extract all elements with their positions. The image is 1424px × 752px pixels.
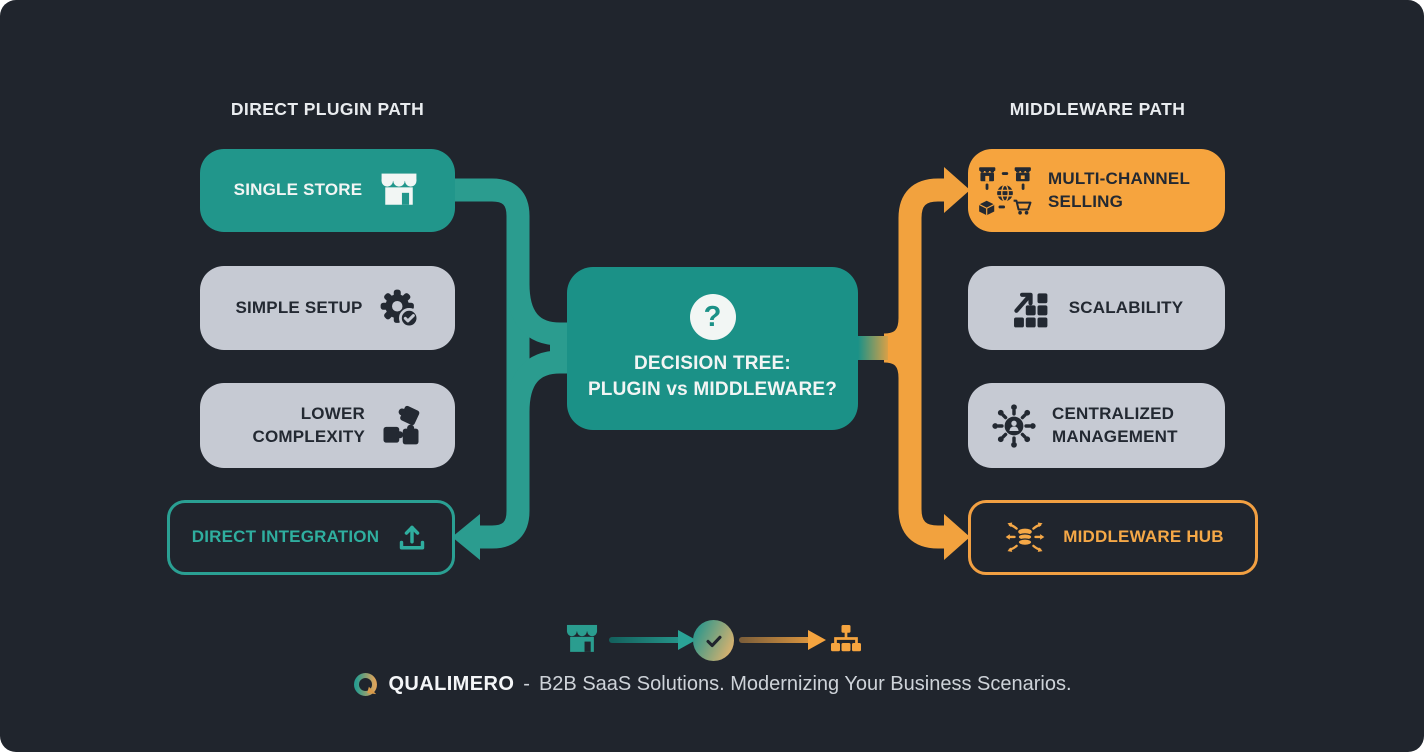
node-simple-setup: SIMPLE SETUP bbox=[200, 266, 455, 350]
node-label: CENTRALIZED MANAGEMENT bbox=[1052, 404, 1178, 446]
gear-check-icon bbox=[378, 287, 420, 329]
node-label: MULTI-CHANNEL SELLING bbox=[1048, 169, 1190, 211]
question-glyph: ? bbox=[703, 300, 722, 333]
right-top-arrowhead bbox=[944, 167, 970, 213]
left-arrowhead bbox=[452, 514, 480, 560]
middleware-hub-icon bbox=[1002, 519, 1048, 557]
footer: QUALIMERO - B2B SaaS Solutions. Moderniz… bbox=[0, 671, 1424, 698]
node-direct-integration: DIRECT INTEGRATION bbox=[167, 500, 455, 575]
separator: - bbox=[523, 673, 530, 695]
node-label: SIMPLE SETUP bbox=[235, 297, 363, 317]
storefront-icon bbox=[377, 169, 421, 213]
multi-channel-icon bbox=[977, 166, 1033, 216]
qualimero-logo-icon bbox=[352, 671, 379, 698]
check-circle-icon bbox=[693, 620, 734, 661]
left-column-header: DIRECT PLUGIN PATH bbox=[230, 99, 425, 119]
tagline: B2B SaaS Solutions. Modernizing Your Bus… bbox=[538, 673, 1072, 695]
decision-line2: PLUGIN vs MIDDLEWARE? bbox=[587, 379, 838, 400]
node-label: SCALABILITY bbox=[1068, 297, 1184, 317]
right-bottom-arrowhead bbox=[944, 514, 970, 560]
upload-icon bbox=[394, 520, 430, 556]
node-single-store: SINGLE STORE bbox=[200, 149, 455, 232]
node-scalability: SCALABILITY bbox=[968, 266, 1225, 350]
node-lower-complexity: LOWER COMPLEXITY bbox=[200, 383, 455, 468]
node-label: DIRECT INTEGRATION bbox=[191, 527, 380, 547]
scalability-icon bbox=[1010, 286, 1054, 330]
node-multi-channel: MULTI-CHANNEL SELLING bbox=[968, 149, 1225, 232]
hub-network-icon bbox=[991, 403, 1037, 449]
legend-arrow-teal bbox=[609, 630, 696, 650]
node-label: LOWER COMPLEXITY bbox=[252, 404, 365, 446]
legend-arrow-orange bbox=[739, 630, 826, 650]
node-label: SINGLE STORE bbox=[233, 180, 363, 200]
decision-line1: DECISION TREE: bbox=[634, 353, 791, 375]
question-icon: ? bbox=[689, 294, 736, 341]
decision-node: ? DECISION TREE: PLUGIN vs MIDDLEWARE? bbox=[567, 267, 858, 430]
sitemap-icon bbox=[828, 622, 864, 658]
node-label: MIDDLEWARE HUB bbox=[1063, 527, 1224, 547]
node-middleware-hub: MIDDLEWARE HUB bbox=[968, 500, 1258, 575]
brand-name: QUALIMERO bbox=[388, 673, 515, 695]
right-orange-connector bbox=[883, 178, 946, 549]
legend-storefront-icon bbox=[563, 621, 601, 659]
right-column-header: MIDDLEWARE PATH bbox=[1009, 99, 1186, 119]
puzzle-icon bbox=[380, 405, 422, 447]
decision-title: DECISION TREE: PLUGIN vs MIDDLEWARE? bbox=[588, 351, 837, 402]
node-centralized-management: CENTRALIZED MANAGEMENT bbox=[968, 383, 1225, 468]
